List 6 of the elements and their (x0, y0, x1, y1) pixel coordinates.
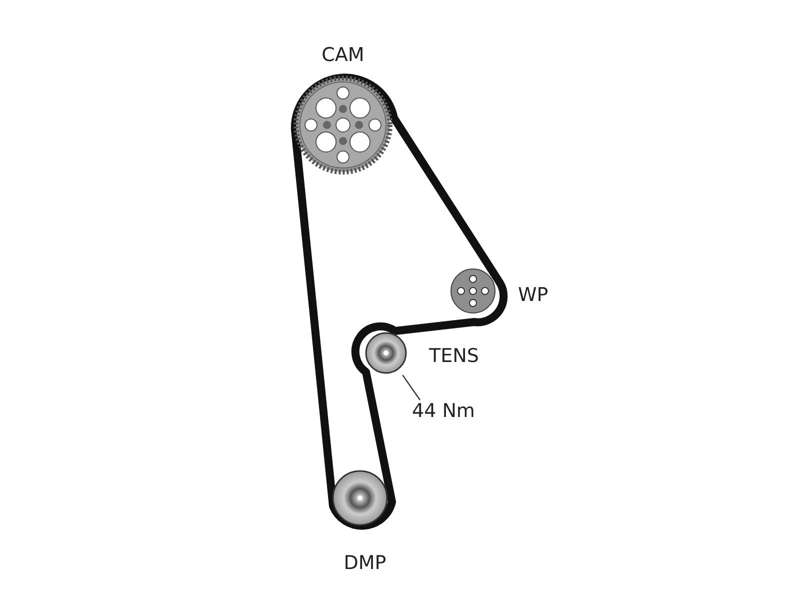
pulley-label: DMP (344, 554, 386, 573)
pulley-label: WP (518, 286, 548, 305)
pulley-label: CAM (322, 46, 364, 65)
leader-line (402, 374, 420, 400)
pulley-label: 44 Nm (412, 402, 475, 421)
pulley-label: TENS (429, 347, 479, 366)
